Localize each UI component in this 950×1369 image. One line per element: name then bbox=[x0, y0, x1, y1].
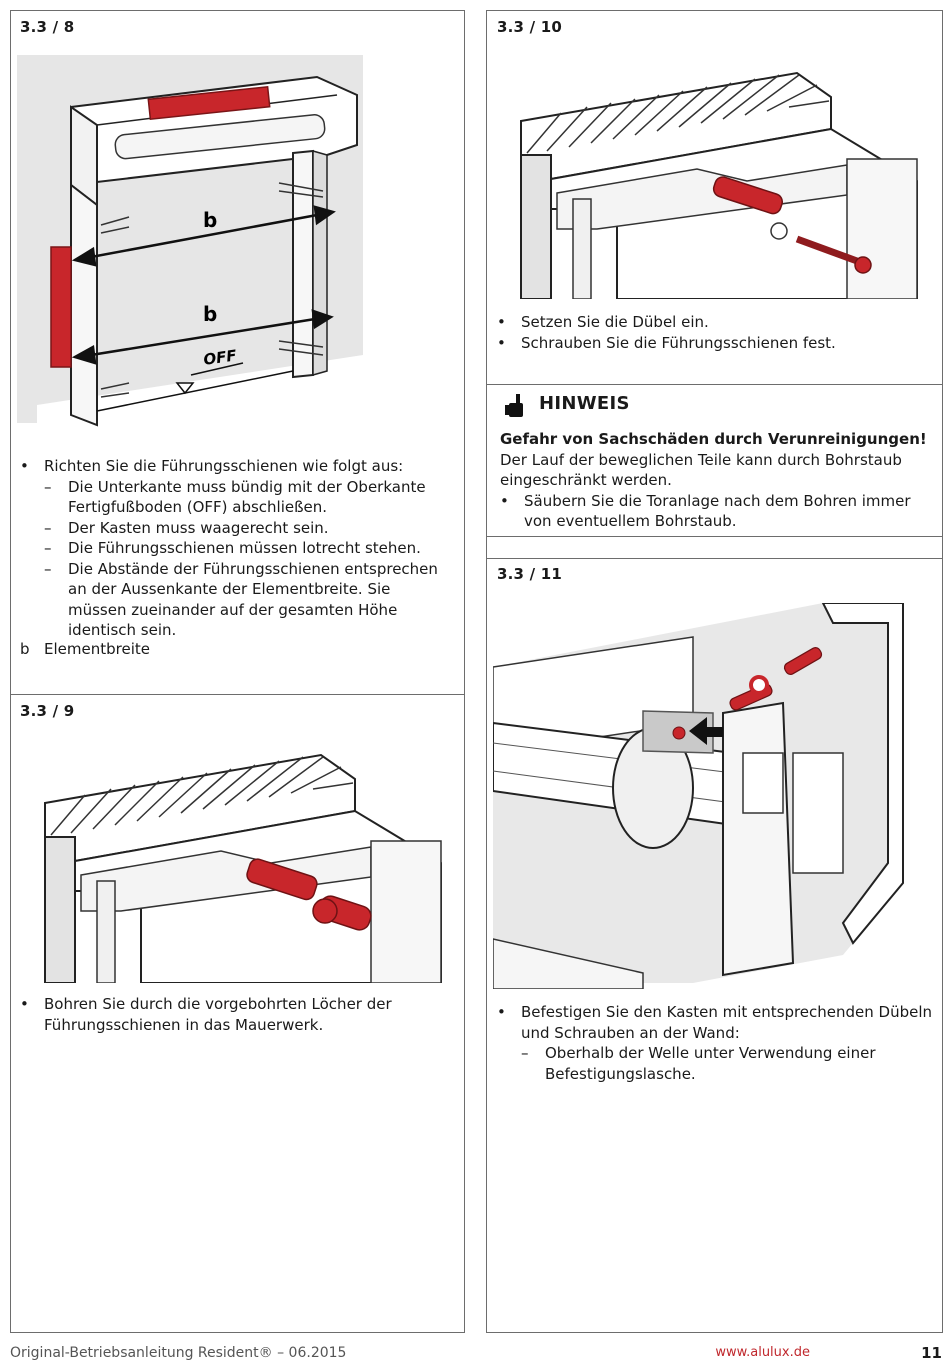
footer-website-link[interactable]: www.alulux.de bbox=[715, 1345, 810, 1360]
step-3-3-8-text: •Richten Sie die Führungsschienen wie fo… bbox=[20, 456, 450, 641]
sub-item: –Oberhalb der Welle unter Verwendung ein… bbox=[521, 1044, 876, 1083]
label-off: OFF bbox=[202, 346, 238, 369]
step-3-3-11-text: •Befestigen Sie den Kasten mit entsprech… bbox=[497, 1002, 937, 1084]
step-title-3-3-11: 3.3 / 11 bbox=[497, 565, 562, 583]
legend-row: b Elementbreite bbox=[20, 639, 450, 660]
divider bbox=[11, 694, 464, 695]
hinweis-body: Gefahr von Sachschäden durch Verunreinig… bbox=[500, 429, 940, 532]
shaft bbox=[114, 114, 326, 160]
divider bbox=[487, 384, 942, 385]
divider bbox=[487, 536, 942, 537]
spirit-level-top bbox=[147, 85, 271, 121]
bullet-item: •Bohren Sie durch die vorgebohrten Löche… bbox=[20, 995, 392, 1034]
bullet-item: •Setzen Sie die Dübel ein. bbox=[497, 313, 709, 331]
hinweis-heading: Gefahr von Sachschäden durch Verunreinig… bbox=[500, 430, 927, 448]
footer-document-title: Original-Betriebsanleitung Resident® – 0… bbox=[10, 1345, 347, 1361]
figure-box-mounting bbox=[493, 603, 937, 989]
page-number: 11 bbox=[921, 1344, 942, 1362]
legend-value: Elementbreite bbox=[44, 640, 150, 658]
sub-item: –Der Kasten muss waagerecht sein. bbox=[44, 518, 329, 537]
sub-item: –Die Führungsschienen müssen lotrecht st… bbox=[44, 539, 421, 557]
guide-rail-left bbox=[70, 182, 98, 427]
spirit-level-left bbox=[50, 246, 72, 368]
hinweis-text: Der Lauf der beweglichen Teile kann durc… bbox=[500, 450, 902, 490]
figure-guide-rail-alignment: b b OFF bbox=[17, 55, 445, 445]
hinweis-title: HINWEIS bbox=[539, 393, 630, 414]
pointing-hand-icon bbox=[505, 394, 523, 417]
label-b-top: b bbox=[203, 208, 217, 232]
left-column: 3.3 / 8 b bbox=[10, 10, 465, 1333]
step-3-3-10-text: •Setzen Sie die Dübel ein. •Schrauben Si… bbox=[497, 312, 937, 353]
bullet-item: •Richten Sie die Führungsschienen wie fo… bbox=[20, 456, 450, 641]
bracket-plate bbox=[722, 701, 795, 977]
bullet-item: •Säubern Sie die Toranlage nach dem Bohr… bbox=[500, 491, 911, 531]
sub-item: –Die Abstände der Führungsschienen entsp… bbox=[44, 559, 438, 640]
step-title-3-3-9: 3.3 / 9 bbox=[20, 702, 75, 720]
label-b-bottom: b bbox=[203, 302, 217, 326]
divider bbox=[487, 558, 942, 559]
figure-drilling bbox=[41, 751, 446, 983]
bullet-item: •Befestigen Sie den Kasten mit entsprech… bbox=[497, 1002, 937, 1084]
figure-screwing bbox=[517, 69, 922, 299]
sub-item: –Die Unterkante muss bündig mit der Ober… bbox=[44, 477, 426, 517]
step-title-3-3-8: 3.3 / 8 bbox=[20, 18, 75, 36]
right-column: 3.3 / 10 •Setzen Sie die Dübel ein. •Sch… bbox=[486, 10, 943, 1333]
legend-key: b bbox=[20, 640, 30, 658]
bullet-item: •Schrauben Sie die Führungsschienen fest… bbox=[497, 333, 836, 352]
step-title-3-3-10: 3.3 / 10 bbox=[497, 18, 562, 36]
step-3-3-9-text: •Bohren Sie durch die vorgebohrten Löche… bbox=[20, 994, 450, 1035]
